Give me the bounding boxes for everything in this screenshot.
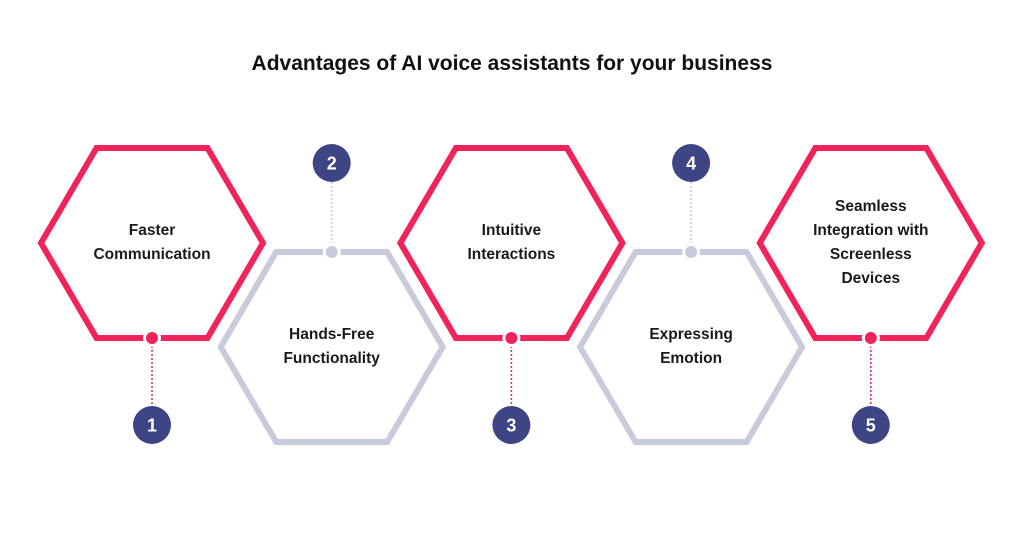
hexagon-label: Expressing Emotion — [649, 326, 733, 367]
hexagon-label: Faster Communication — [93, 222, 211, 263]
number-badge-text: 3 — [506, 416, 516, 436]
number-badge-text: 2 — [327, 154, 337, 174]
hexagon-label: Seamless Integration with Screenless Dev… — [813, 198, 929, 287]
number-badge-text: 4 — [686, 154, 696, 174]
hexagon-1 — [37, 145, 267, 341]
number-badge — [492, 406, 531, 444]
connector-dot — [146, 332, 158, 344]
number-badge — [312, 144, 351, 182]
hexagon-label: Intuitive Interactions — [467, 222, 556, 263]
number-badge-text: 1 — [147, 416, 157, 436]
connector-dot — [864, 332, 877, 344]
connector-dot — [505, 332, 518, 344]
number-badge — [133, 406, 171, 444]
connector-dot — [325, 246, 338, 258]
diagram-title: Advantages of AI voice assistants for yo… — [251, 52, 773, 75]
hexagon-4 — [576, 249, 806, 445]
hexagon-label: Hands-Free Functionality — [283, 326, 380, 367]
connector-dot — [685, 246, 698, 258]
number-badge — [851, 406, 890, 444]
number-badge — [672, 144, 711, 182]
hexagon-5 — [756, 145, 986, 341]
hexagon-2 — [217, 249, 447, 445]
number-badge-text: 5 — [866, 416, 876, 436]
hexagon-3 — [396, 145, 626, 341]
